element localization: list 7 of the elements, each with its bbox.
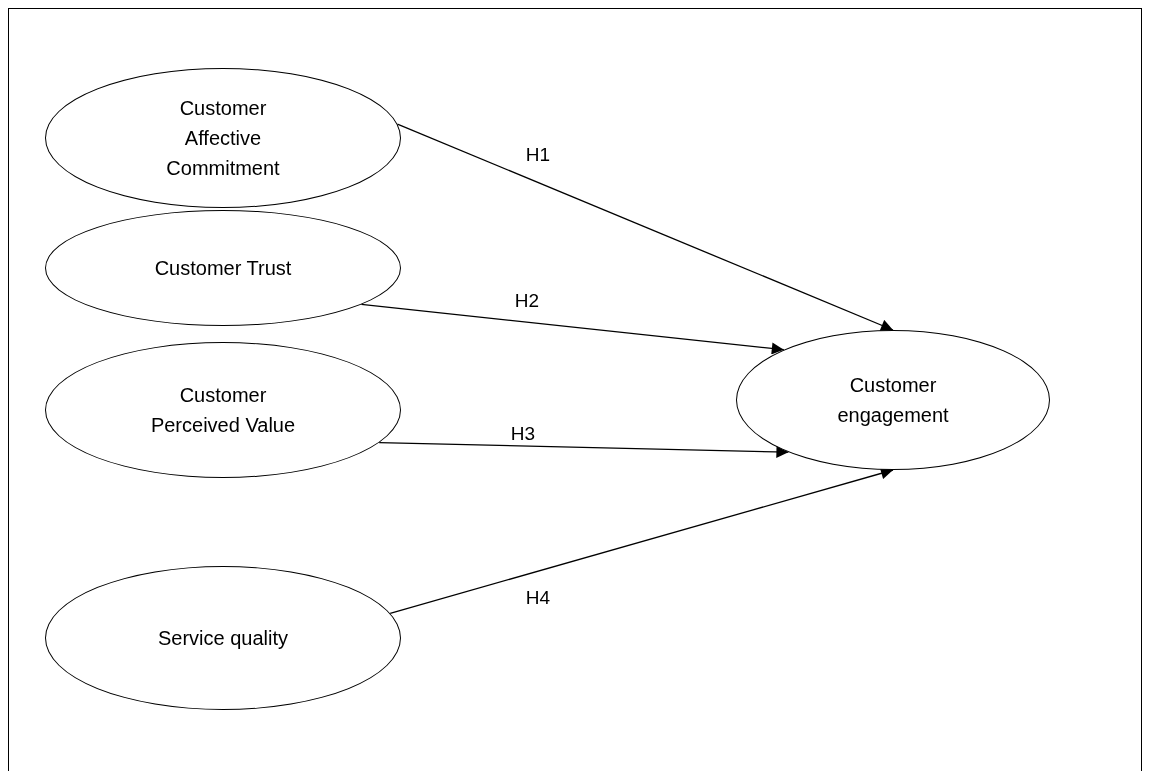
arrow — [378, 441, 790, 458]
construct-label: Customer Trust — [154, 256, 292, 281]
arrow — [360, 303, 785, 355]
construct-label: Customer Affective Commitment — [165, 96, 281, 181]
construct-label: Customer engagement — [836, 373, 950, 428]
construct-label: Service quality — [157, 626, 289, 651]
construct-label: Customer Perceived Value — [149, 383, 297, 438]
